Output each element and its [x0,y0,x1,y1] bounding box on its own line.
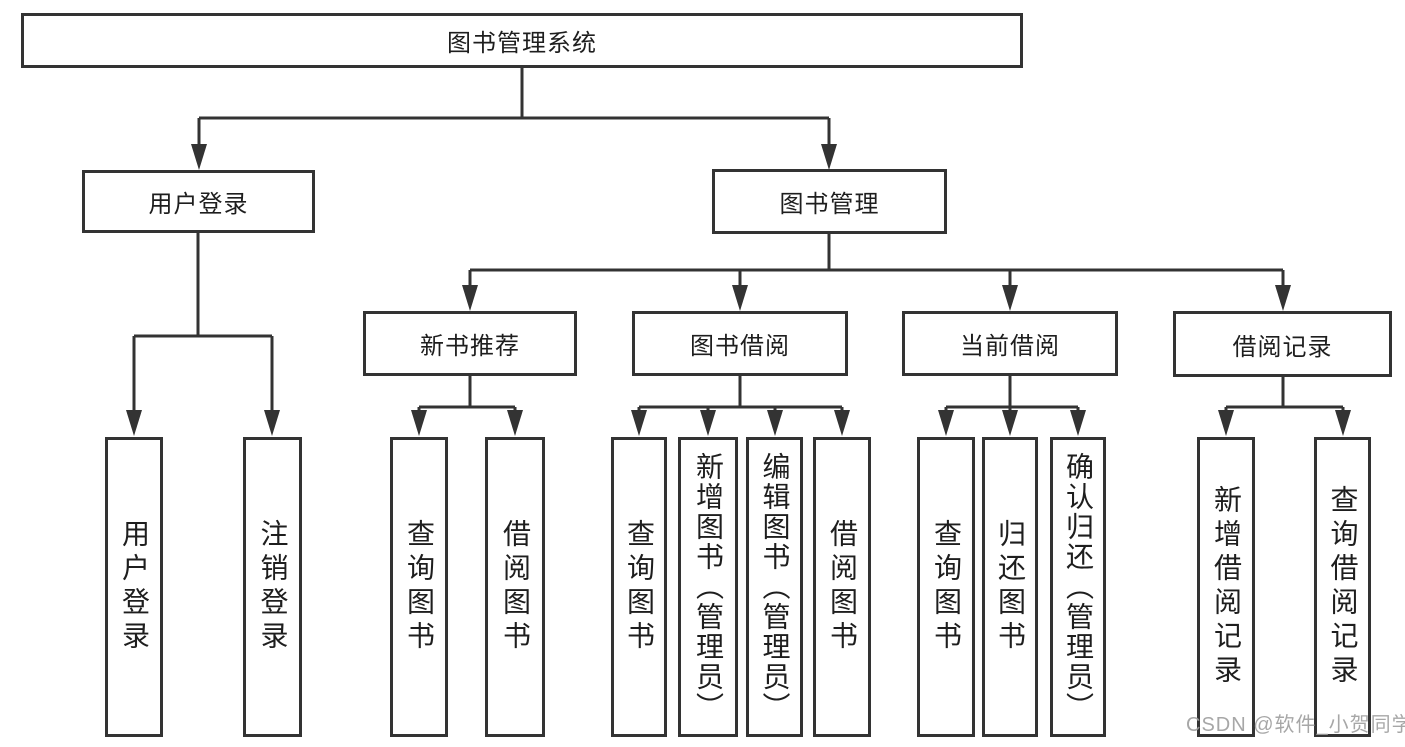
leaf-nbr-borrow-books: 借阅图书 [485,437,545,737]
leaf-user-login: 用户登录 [105,437,163,737]
leaf-cb-return-book: 归还图书 [982,437,1038,737]
node-borrow-records-label: 借阅记录 [1232,333,1333,361]
leaf-bb-query-books: 查询图书 [611,437,667,737]
node-new-book-recommend-label: 新书推荐 [420,333,520,360]
node-book-borrowing-label: 图书借阅 [690,333,790,360]
node-current-borrowing-label: 当前借阅 [960,333,1060,360]
node-borrow-records: 借阅记录 [1173,311,1392,377]
leaf-cb-confirm-return-admin: 确认归还（管理员） [1050,437,1106,737]
node-current-borrowing: 当前借阅 [902,311,1118,376]
node-new-book-recommend: 新书推荐 [363,311,577,376]
leaf-logout: 注销登录 [243,437,302,737]
node-book-borrowing: 图书借阅 [632,311,848,376]
node-root: 图书管理系统 [21,13,1023,68]
node-book-management: 图书管理 [712,169,947,234]
node-book-management-label: 图书管理 [779,191,880,218]
leaf-br-add-record: 新增借阅记录 [1197,437,1255,737]
node-user-login-label: 用户登录 [148,191,249,218]
leaf-bb-edit-book-admin: 编辑图书（管理员） [746,437,803,737]
leaf-nbr-query-books: 查询图书 [390,437,448,737]
leaf-bb-borrow-books: 借阅图书 [813,437,871,737]
node-user-login: 用户登录 [82,170,315,233]
csdn-watermark: CSDN @软件_小贺同学 [1186,714,1405,736]
leaf-br-query-record: 查询借阅记录 [1314,437,1371,737]
leaf-cb-query-books: 查询图书 [917,437,975,737]
leaf-bb-add-book-admin: 新增图书（管理员） [678,437,738,737]
node-root-label: 图书管理系统 [447,30,597,57]
